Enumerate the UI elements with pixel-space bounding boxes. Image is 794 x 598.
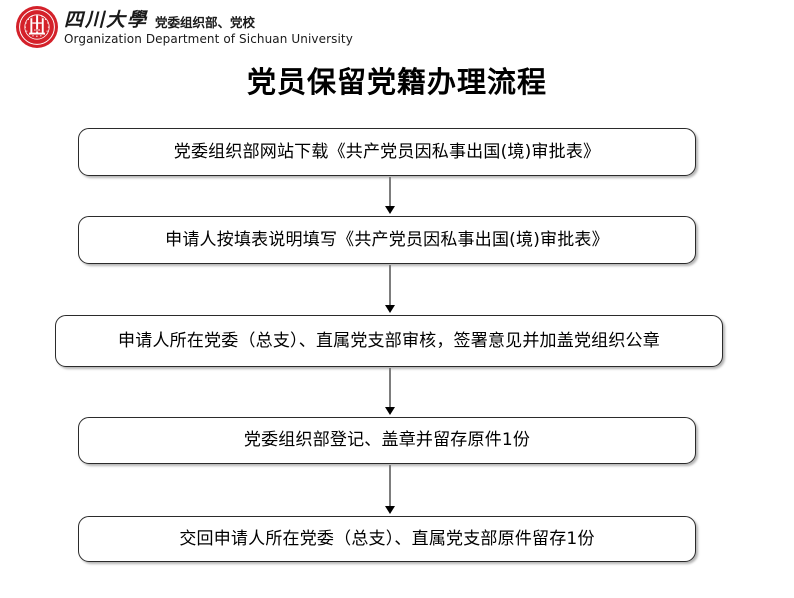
arrow-shaft (389, 265, 391, 306)
flow-connector-arrow-2 (383, 265, 397, 314)
page-header: 1896 四川大學 党委组织部、党校 Organization Departme… (0, 0, 794, 56)
flow-step-label: 申请人所在党委（总支）、直属党支部审核，签署意见并加盖党组织公章 (118, 330, 660, 351)
arrow-shaft (389, 177, 391, 207)
brand-name-cn: 四川大學 (64, 9, 149, 31)
flow-step-label: 党委组织部登记、盖章并留存原件1份 (243, 430, 531, 451)
flow-step-1: 党委组织部网站下载《共产党员因私事出国(境)审批表》 (78, 128, 696, 176)
flow-connector-arrow-4 (383, 465, 397, 515)
arrow-head-icon (385, 305, 395, 313)
arrow-shaft (389, 465, 391, 507)
flow-step-label: 党委组织部网站下载《共产党员因私事出国(境)审批表》 (173, 141, 601, 162)
brand-name-en: Organization Department of Sichuan Unive… (64, 32, 353, 46)
flow-step-label: 申请人按填表说明填写《共产党员因私事出国(境)审批表》 (165, 229, 609, 250)
flow-step-3: 申请人所在党委（总支）、直属党支部审核，签署意见并加盖党组织公章 (55, 315, 723, 367)
brand-lockup: 四川大學 党委组织部、党校 (64, 6, 255, 30)
department-name-cn: 党委组织部、党校 (155, 14, 256, 30)
flow-connector-arrow-3 (383, 368, 397, 416)
flow-step-4: 党委组织部登记、盖章并留存原件1份 (78, 417, 696, 464)
flow-step-2: 申请人按填表说明填写《共产党员因私事出国(境)审批表》 (78, 216, 696, 264)
page-title: 党员保留党籍办理流程 (246, 65, 547, 99)
arrow-head-icon (385, 206, 395, 214)
sichuan-university-seal-icon: 1896 (15, 5, 59, 49)
arrow-shaft (389, 368, 391, 408)
flow-step-label: 交回申请人所在党委（总支）、直属党支部原件留存1份 (179, 528, 595, 549)
flow-connector-arrow-1 (383, 177, 397, 215)
svg-text:1896: 1896 (34, 28, 41, 32)
arrow-head-icon (385, 506, 395, 514)
flow-step-5: 交回申请人所在党委（总支）、直属党支部原件留存1份 (78, 516, 696, 562)
arrow-head-icon (385, 407, 395, 415)
